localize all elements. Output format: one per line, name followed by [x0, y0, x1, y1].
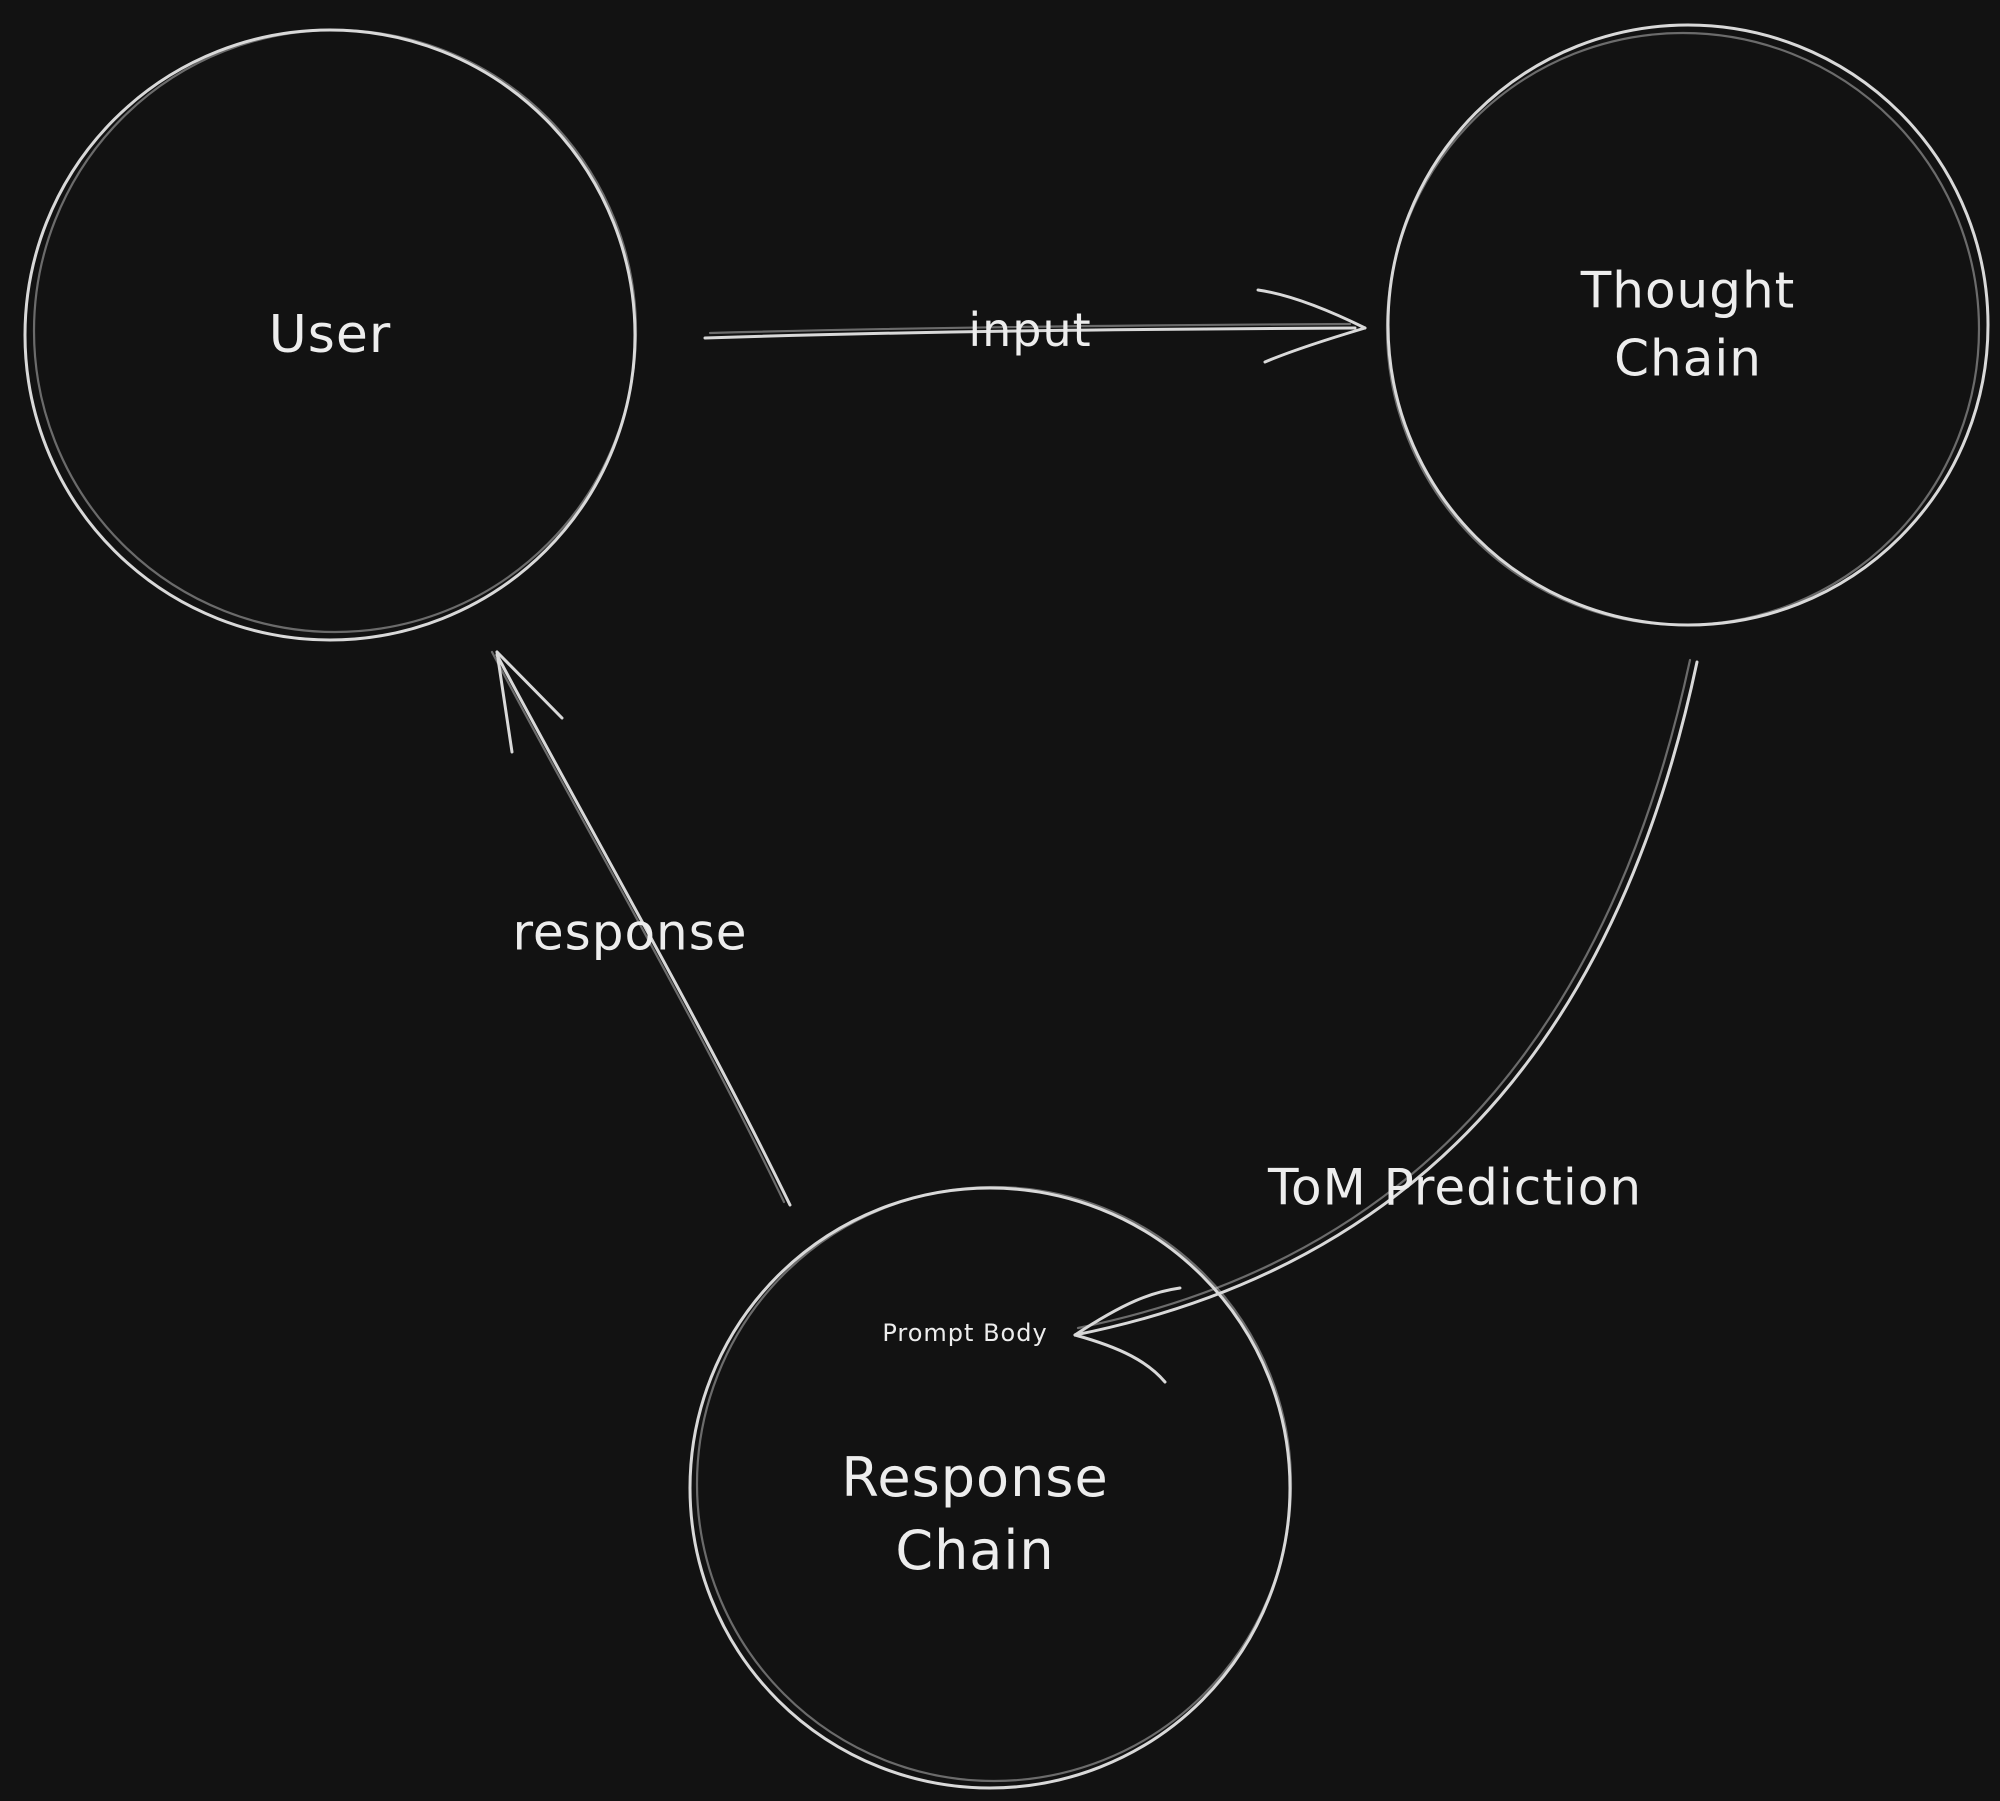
- user-node-circle-ghost: [32, 28, 638, 634]
- tom-prediction-arrowhead-upper: [1073, 1286, 1182, 1337]
- user-node-label: User: [268, 304, 392, 365]
- tom-prediction-edge-label: ToM Prediction: [1267, 1158, 1643, 1217]
- input-edge-label: input: [968, 302, 1092, 357]
- input-arrow-line: [703, 326, 1357, 340]
- input-arrowhead-upper: [1256, 288, 1367, 330]
- tom-prediction-arrow-line-ghost: [1076, 658, 1692, 1330]
- response-arrow-line: [495, 653, 792, 1207]
- response-chain-node-circle-ghost: [695, 1185, 1293, 1783]
- response-chain-node-circle: [688, 1186, 1292, 1790]
- user-node-circle: [23, 28, 637, 642]
- input-arrowhead-lower: [1263, 326, 1367, 364]
- response-arrowhead-right: [495, 650, 564, 720]
- tom-prediction-arrow-line: [1073, 660, 1699, 1337]
- prompt-body-annotation: Prompt Body: [882, 1318, 1048, 1347]
- thought-chain-node-circle: [1386, 23, 1990, 627]
- tom-prediction-arrowhead-lower: [1073, 1333, 1167, 1384]
- input-arrow-line-ghost: [708, 322, 1352, 335]
- thought-chain-node-circle-ghost: [1385, 31, 1981, 627]
- response-chain-node-label: Response Chain: [841, 1446, 1109, 1582]
- response-arrow-line-ghost: [490, 650, 786, 1204]
- thought-chain-node-label: Thought Chain: [1580, 261, 1796, 388]
- response-edge-label: response: [512, 903, 748, 962]
- response-arrowhead-left: [495, 650, 514, 754]
